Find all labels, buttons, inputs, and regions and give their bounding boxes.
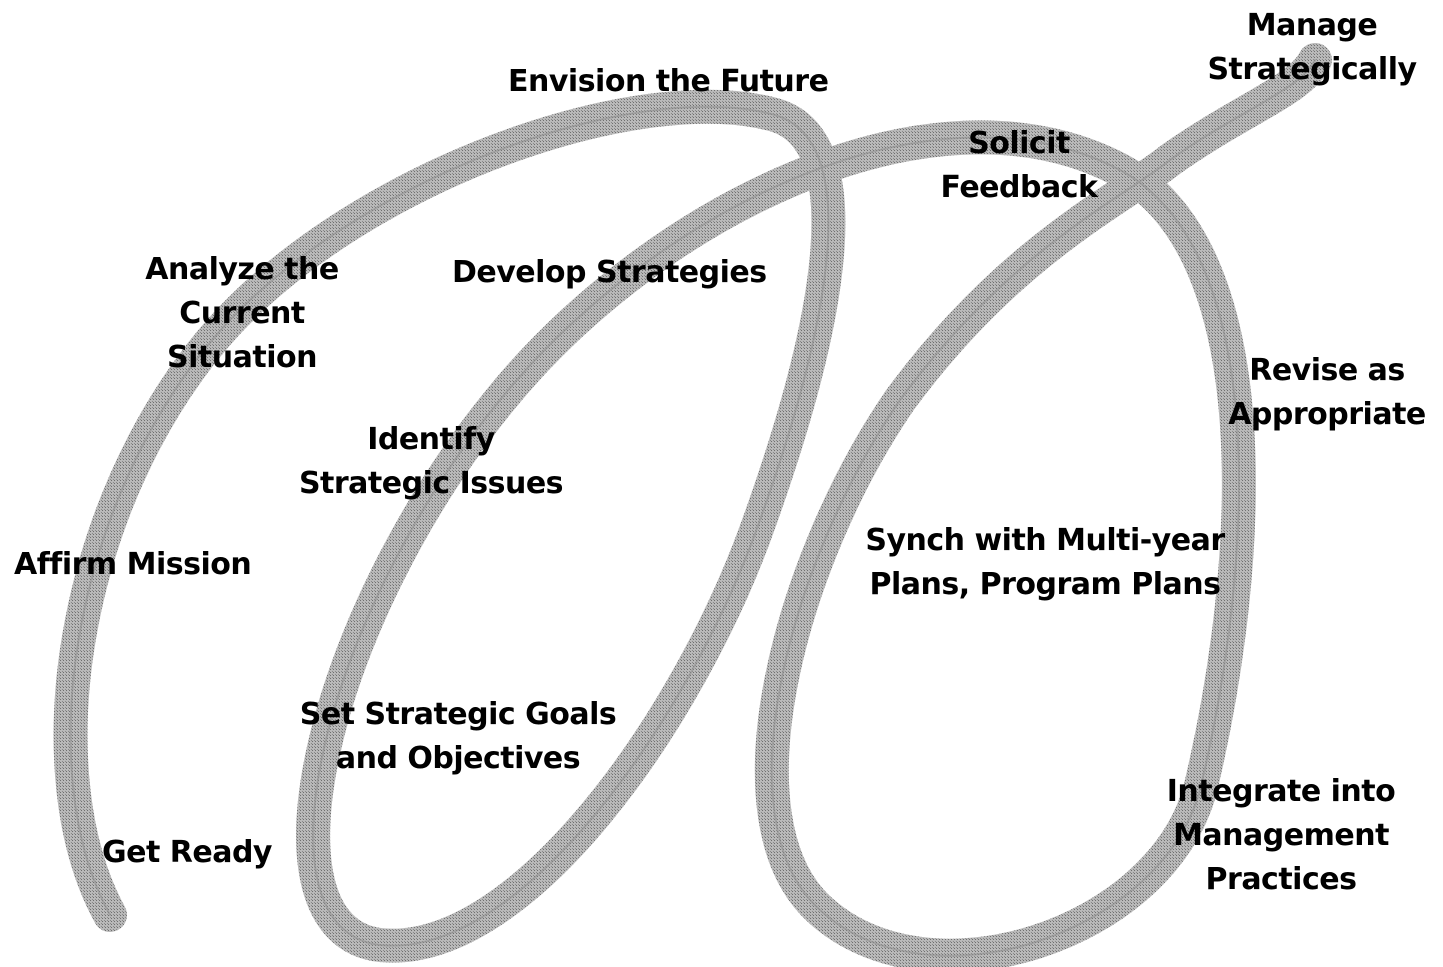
step-integrate-line-3: Practices (1205, 862, 1357, 897)
step-revise-line-1: Revise as (1249, 353, 1405, 388)
step-manage-strategically: Manage Strategically (1196, 4, 1428, 92)
step-affirm-mission-line: Affirm Mission (14, 547, 252, 582)
step-revise-line-2: Appropriate (1228, 397, 1426, 432)
step-identify-strategic-issues: Identify Strategic Issues (290, 418, 572, 506)
step-set-goals-line-1: Set Strategic Goals (299, 697, 617, 732)
step-synch-plans: Synch with Multi-year Plans, Program Pla… (846, 519, 1244, 607)
step-set-goals-objectives: Set Strategic Goals and Objectives (288, 693, 628, 781)
step-manage-line-1: Manage (1246, 8, 1378, 43)
spiral-ribbon-edge (69, 59, 1316, 957)
step-integrate-line-1: Integrate into (1166, 774, 1396, 809)
step-analyze-line-1: Analyze the (145, 252, 339, 287)
step-get-ready: Get Ready (102, 831, 272, 875)
step-identify-line-1: Identify (367, 422, 495, 457)
step-affirm-mission: Affirm Mission (14, 543, 252, 587)
step-solicit-feedback: Solicit Feedback (926, 122, 1112, 210)
step-analyze-current-situation: Analyze the Current Situation (128, 248, 356, 380)
step-solicit-line-2: Feedback (940, 170, 1098, 205)
step-solicit-line-1: Solicit (968, 126, 1070, 161)
step-envision-future: Envision the Future (508, 60, 829, 104)
step-synch-line-2: Plans, Program Plans (869, 567, 1221, 602)
step-identify-line-2: Strategic Issues (298, 466, 564, 501)
step-integrate-management: Integrate into Management Practices (1150, 770, 1412, 902)
step-revise-as-appropriate: Revise as Appropriate (1216, 349, 1438, 437)
step-analyze-line-3: Situation (167, 340, 317, 375)
step-develop-line: Develop Strategies (452, 255, 767, 290)
step-manage-line-2: Strategically (1207, 52, 1417, 87)
step-integrate-line-2: Management (1173, 818, 1389, 853)
step-set-goals-line-2: and Objectives (335, 741, 581, 776)
step-synch-line-1: Synch with Multi-year (865, 523, 1225, 558)
spiral-ribbon-path (53, 43, 1332, 967)
step-develop-strategies: Develop Strategies (452, 251, 767, 295)
step-envision-line: Envision the Future (508, 64, 829, 99)
step-get-ready-line: Get Ready (102, 835, 272, 870)
step-analyze-line-2: Current (179, 296, 305, 331)
